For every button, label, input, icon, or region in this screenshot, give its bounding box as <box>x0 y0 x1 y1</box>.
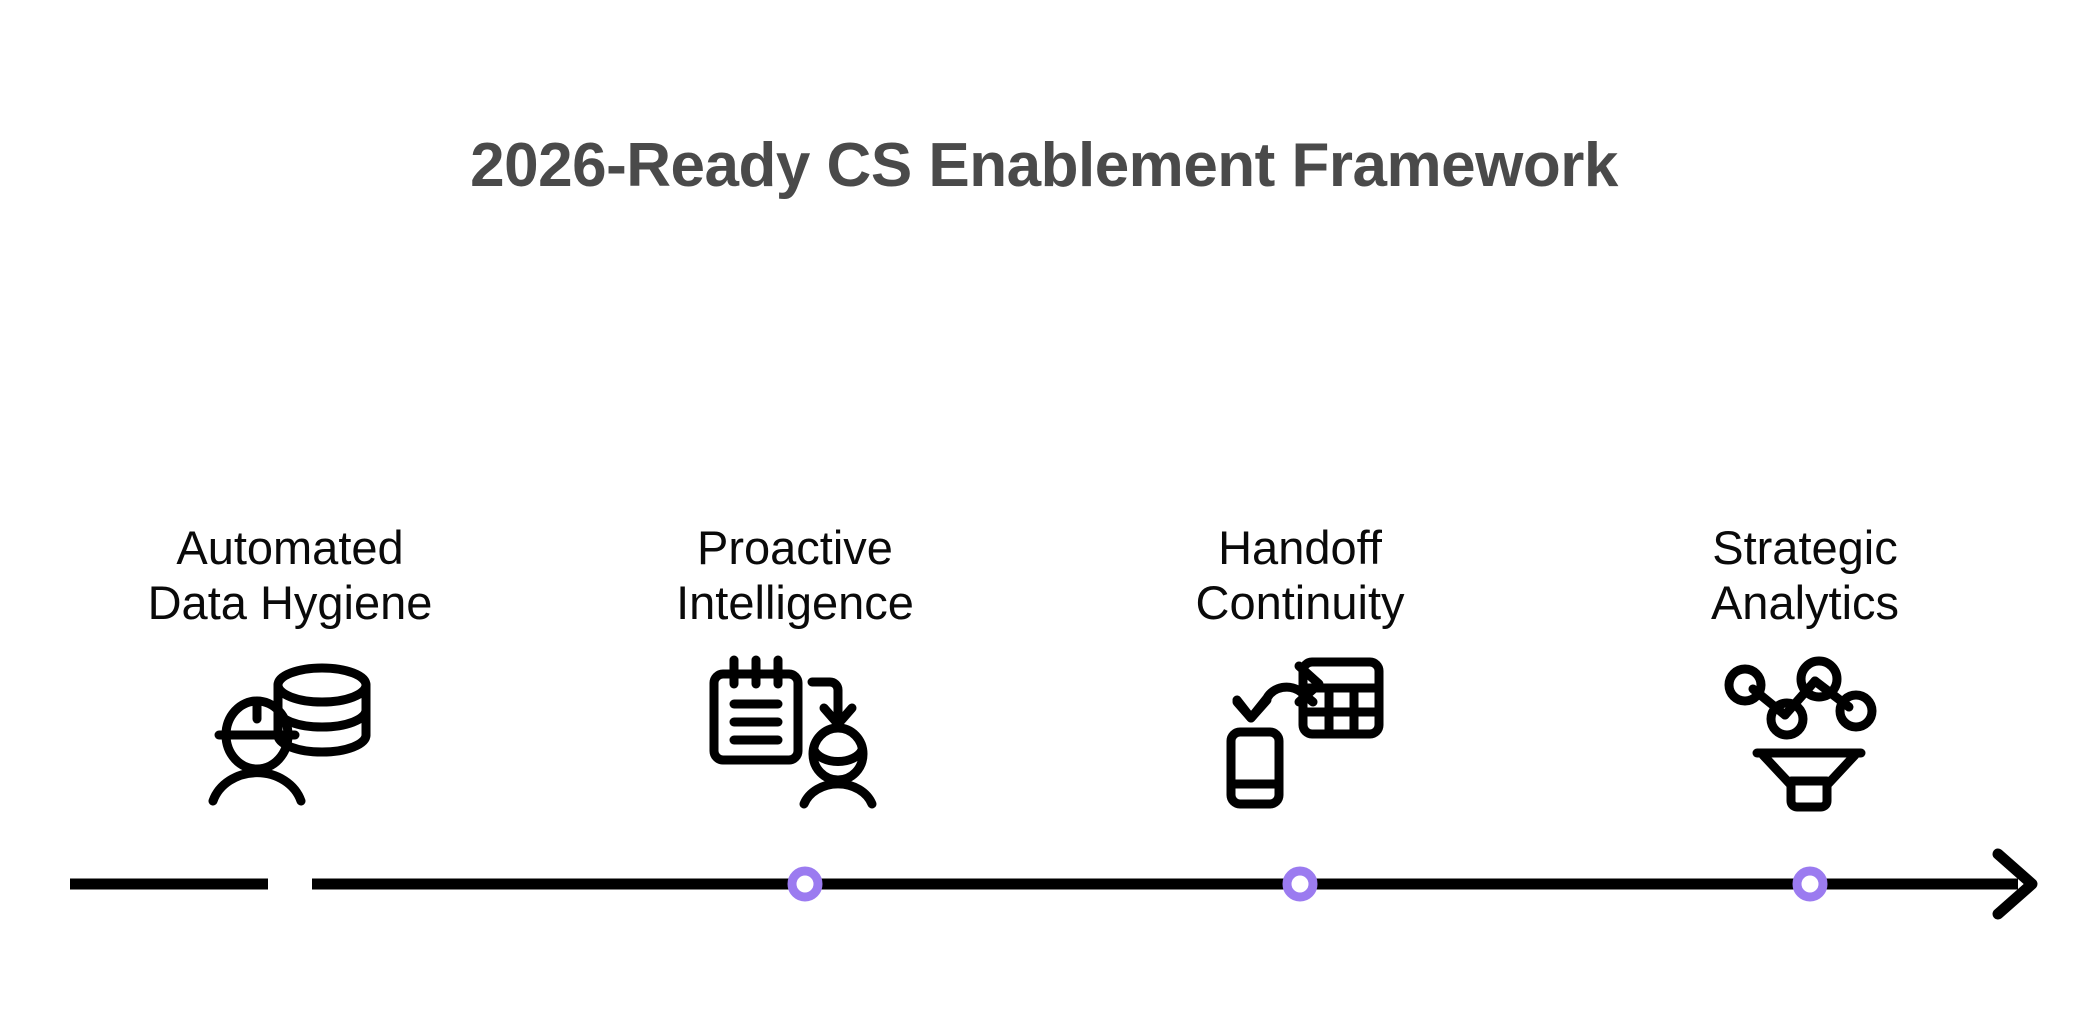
axis-arrowhead-icon <box>1992 848 2038 920</box>
timeline-marker-1[interactable] <box>273 867 307 901</box>
timeline-marker-3[interactable] <box>1282 866 1318 902</box>
timeline-marker-2[interactable] <box>787 866 823 902</box>
timeline-marker-4[interactable] <box>1792 866 1828 902</box>
notepad-to-person-icon <box>700 655 890 809</box>
stage-label: Strategic Analytics <box>1710 521 1900 630</box>
network-funnel-icon <box>1710 656 1900 812</box>
page-title: 2026-Ready CS Enablement Framework <box>470 131 1618 200</box>
person-with-database-icon <box>195 657 385 807</box>
phone-sync-table-icon <box>1205 657 1395 809</box>
timeline-stage-proactive-intelligence[interactable]: Proactive Intelligence <box>585 520 1005 809</box>
stage-label: Proactive Intelligence <box>676 521 914 630</box>
stage-label: Handoff Continuity <box>1195 521 1405 630</box>
timeline-stage-strategic-analytics[interactable]: Strategic Analytics <box>1595 520 2015 812</box>
stage-label: Automated Data Hygiene <box>147 521 433 630</box>
timeline-axis <box>0 830 2088 940</box>
timeline-stage-automated-data-hygiene[interactable]: Automated Data Hygiene <box>80 520 500 807</box>
timeline-stage-list: Automated Data Hygiene <box>0 520 2088 860</box>
timeline-stage-handoff-continuity[interactable]: Handoff Continuity <box>1090 520 1510 809</box>
